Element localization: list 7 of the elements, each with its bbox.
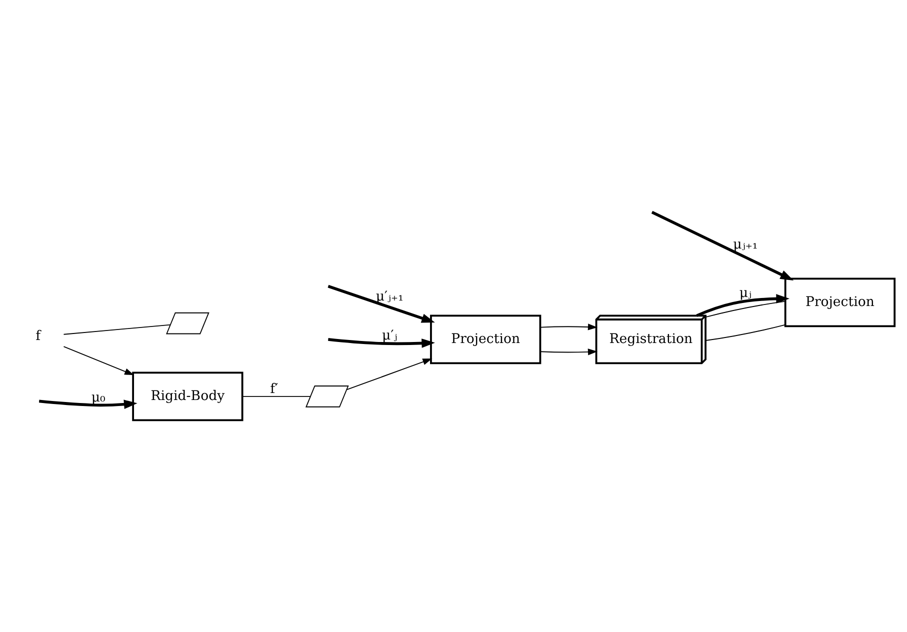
node-text: f: [36, 329, 41, 344]
edge-label: μ′ⱼ: [382, 328, 398, 344]
edge-label: μ′ⱼ₊₁: [376, 290, 404, 305]
edge-label: μⱼ₊₁: [733, 237, 758, 252]
edge-label: μ₀: [91, 390, 106, 406]
edge-label: f′: [270, 382, 278, 397]
edge-label: μⱼ: [739, 286, 752, 301]
